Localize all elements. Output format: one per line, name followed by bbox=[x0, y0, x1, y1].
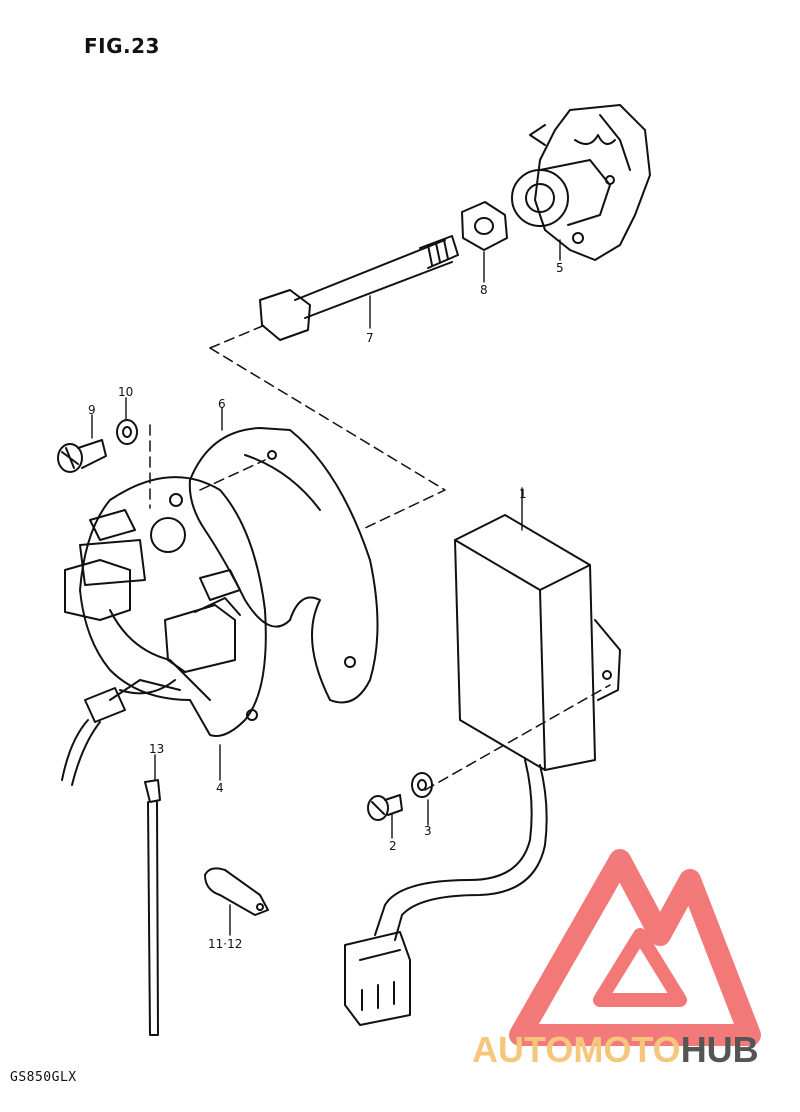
callout-2: 2 bbox=[389, 839, 397, 853]
washer-part-10 bbox=[116, 419, 138, 445]
callout-7: 7 bbox=[366, 331, 374, 345]
screw-part-2 bbox=[367, 794, 403, 821]
svg-text:AUTOMOTOHUB: AUTOMOTOHUB bbox=[472, 1029, 759, 1070]
callout-13: 13 bbox=[149, 742, 164, 756]
plate-part-6 bbox=[188, 427, 379, 704]
bolt-part-7 bbox=[259, 235, 459, 341]
pickup-coil-part-4 bbox=[61, 476, 267, 786]
callout-9: 9 bbox=[88, 403, 96, 417]
callout-11-12: 11·12 bbox=[208, 937, 242, 951]
signal-rotor-part-5 bbox=[511, 104, 651, 261]
watermark-logo bbox=[509, 849, 761, 1046]
washer-part-3 bbox=[411, 772, 433, 798]
callout-6: 6 bbox=[218, 397, 226, 411]
screw-part-9 bbox=[57, 439, 107, 473]
cable-tie-part-13 bbox=[144, 779, 161, 1036]
callout-1: 1 bbox=[519, 487, 527, 501]
callout-3: 3 bbox=[424, 824, 432, 838]
watermark-text: AUTOMOTOHUB bbox=[472, 1029, 759, 1070]
watermark-hub: HUB bbox=[681, 1029, 759, 1070]
callout-10: 10 bbox=[118, 385, 133, 399]
figure-title: FIG.23 bbox=[84, 34, 160, 58]
watermark-auto: AUTO bbox=[472, 1029, 573, 1070]
callout-5: 5 bbox=[556, 261, 564, 275]
callout-8: 8 bbox=[480, 283, 488, 297]
callout-4: 4 bbox=[216, 781, 224, 795]
clamp-part-11-12 bbox=[204, 867, 269, 916]
model-label: GS850GLX bbox=[10, 1070, 77, 1085]
watermark-moto: MOTO bbox=[573, 1029, 680, 1070]
igniter-unit-part-1 bbox=[344, 514, 621, 1026]
nut-part-8 bbox=[461, 201, 508, 251]
